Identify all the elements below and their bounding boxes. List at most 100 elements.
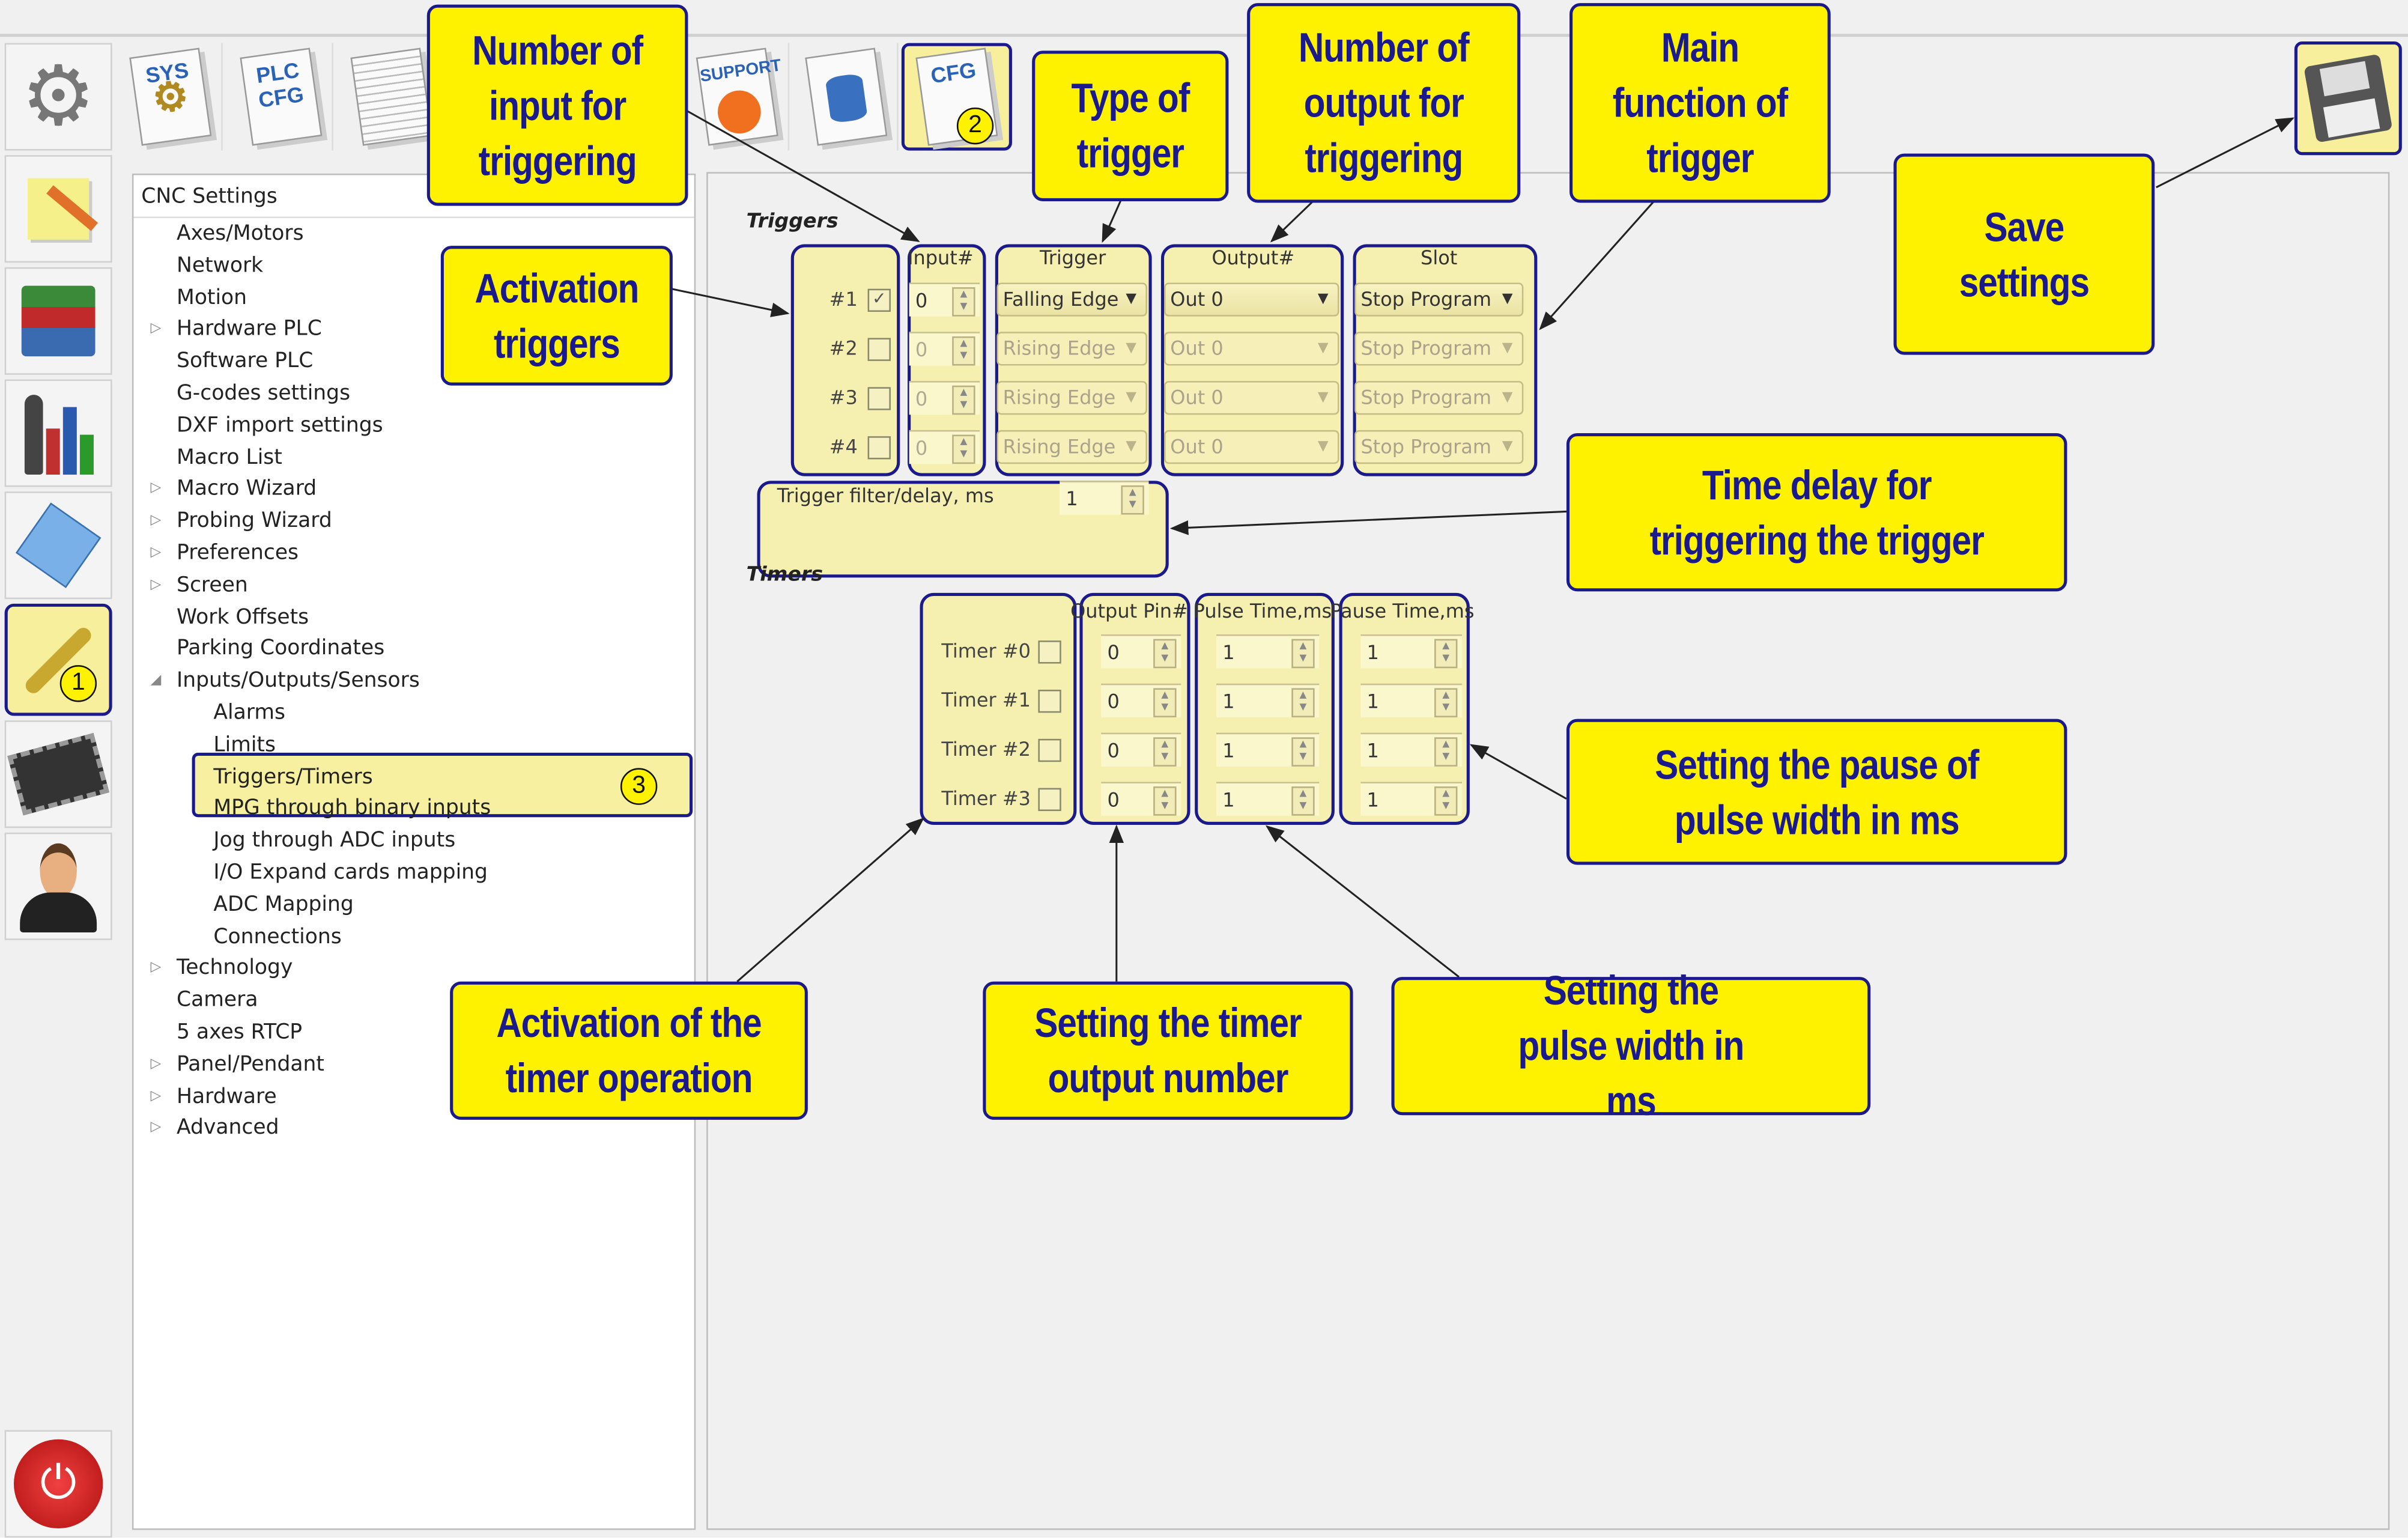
- sidebar-settings-button[interactable]: 1: [4, 603, 112, 716]
- spin-arrows-icon[interactable]: ▲▼: [1291, 688, 1315, 718]
- tree-item[interactable]: Work Offsets: [177, 604, 309, 630]
- trigger-slot-dropdown[interactable]: Stop Program▼: [1354, 381, 1524, 415]
- database-button[interactable]: [795, 43, 899, 151]
- expand-arrow-icon[interactable]: ▷: [150, 481, 162, 497]
- expand-arrow-icon[interactable]: ▷: [150, 321, 162, 337]
- tree-item[interactable]: DXF import settings: [177, 413, 383, 438]
- trigger-type-dropdown[interactable]: Rising Edge▼: [996, 332, 1147, 366]
- spin-arrows-icon[interactable]: ▲▼: [1434, 737, 1458, 767]
- expand-arrow-icon[interactable]: ▷: [150, 1056, 162, 1072]
- timer-pause-field[interactable]: 1▲▼: [1360, 782, 1463, 816]
- expand-arrow-icon[interactable]: ▷: [150, 1088, 162, 1104]
- tree-item[interactable]: Advanced: [177, 1116, 279, 1141]
- expand-arrow-icon[interactable]: ▷: [150, 513, 162, 529]
- spin-arrows-icon[interactable]: ▲▼: [1291, 639, 1315, 669]
- tree-item[interactable]: Inputs/Outputs/Sensors: [177, 668, 420, 693]
- timer-pause-field[interactable]: 1▲▼: [1360, 683, 1463, 718]
- sidebar-transform-button[interactable]: [4, 491, 112, 600]
- save-button[interactable]: [2294, 41, 2402, 156]
- trigger-type-dropdown[interactable]: Falling Edge▼: [996, 282, 1147, 317]
- trigger-output-dropdown[interactable]: Out 0▼: [1164, 282, 1339, 317]
- spin-arrows-icon[interactable]: ▲▼: [952, 385, 975, 415]
- tree-item[interactable]: Alarms: [213, 700, 285, 725]
- timer-pulse-field[interactable]: 1▲▼: [1216, 732, 1320, 767]
- cfg-button[interactable]: CFG 2: [901, 43, 1012, 151]
- spin-arrows-icon[interactable]: ▲▼: [1121, 485, 1144, 515]
- trigger-type-dropdown[interactable]: Rising Edge▼: [996, 430, 1147, 464]
- timer-pulse-field[interactable]: 1▲▼: [1216, 782, 1320, 816]
- spin-arrows-icon[interactable]: ▲▼: [1291, 786, 1315, 816]
- trigger-type-dropdown[interactable]: Rising Edge▼: [996, 381, 1147, 415]
- timer-enable-checkbox[interactable]: [1038, 690, 1061, 713]
- support-button[interactable]: SUPPORT: [687, 43, 790, 151]
- sidebar-editor-button[interactable]: [4, 155, 112, 263]
- timer-output-pin-field[interactable]: 0▲▼: [1101, 634, 1181, 669]
- timer-pulse-field[interactable]: 1▲▼: [1216, 683, 1320, 718]
- collapse-arrow-icon[interactable]: ◢: [150, 673, 162, 688]
- tree-item[interactable]: Hardware PLC: [177, 317, 322, 342]
- spin-arrows-icon[interactable]: ▲▼: [1153, 786, 1177, 816]
- plc-cfg-button[interactable]: PLC CFG: [231, 43, 333, 151]
- tree-item[interactable]: Macro List: [177, 445, 282, 470]
- timer-pause-field[interactable]: 1▲▼: [1360, 732, 1463, 767]
- trigger-slot-dropdown[interactable]: Stop Program▼: [1354, 332, 1524, 366]
- timer-pause-field[interactable]: 1▲▼: [1360, 634, 1463, 669]
- tree-item[interactable]: Hardware: [177, 1084, 277, 1108]
- trigger-input-field[interactable]: 0▲▼: [909, 430, 980, 464]
- tree-item[interactable]: Motion: [177, 285, 247, 310]
- expand-arrow-icon[interactable]: ▷: [150, 960, 162, 976]
- tree-item[interactable]: Network: [177, 253, 264, 278]
- sidebar-library-button[interactable]: [4, 267, 112, 375]
- spin-arrows-icon[interactable]: ▲▼: [1434, 639, 1458, 669]
- sidebar-user-button[interactable]: [4, 832, 112, 940]
- tree-item[interactable]: Camera: [177, 988, 258, 1013]
- expand-arrow-icon[interactable]: ▷: [150, 577, 162, 593]
- sidebar-tools-button[interactable]: [4, 379, 112, 487]
- trigger-enable-checkbox[interactable]: [867, 387, 891, 410]
- tree-item[interactable]: Macro Wizard: [177, 476, 317, 502]
- tree-item[interactable]: Software PLC: [177, 348, 314, 374]
- timer-enable-checkbox[interactable]: [1038, 640, 1061, 664]
- tree-item[interactable]: Screen: [177, 573, 248, 598]
- trigger-enable-checkbox[interactable]: [867, 338, 891, 361]
- tree-item[interactable]: 5 axes RTCP: [177, 1020, 303, 1045]
- trigger-filter-input[interactable]: 1▲▼: [1060, 481, 1149, 515]
- spin-arrows-icon[interactable]: ▲▼: [952, 336, 975, 366]
- sidebar-hardware-button[interactable]: [4, 720, 112, 828]
- tree-item[interactable]: Preferences: [177, 540, 299, 565]
- power-button[interactable]: ⏻: [4, 1430, 112, 1538]
- sys-button[interactable]: SYS⚙: [120, 43, 223, 151]
- tree-item[interactable]: Parking Coordinates: [177, 636, 385, 661]
- tree-item[interactable]: Technology: [177, 956, 293, 981]
- tree-item[interactable]: I/O Expand cards mapping: [213, 860, 488, 885]
- trigger-slot-dropdown[interactable]: Stop Program▼: [1354, 430, 1524, 464]
- tree-item[interactable]: Probing Wizard: [177, 508, 332, 533]
- trigger-slot-dropdown[interactable]: Stop Program▼: [1354, 282, 1524, 317]
- spin-arrows-icon[interactable]: ▲▼: [1153, 688, 1177, 718]
- spin-arrows-icon[interactable]: ▲▼: [1434, 786, 1458, 816]
- trigger-enable-checkbox[interactable]: ✓: [867, 288, 891, 312]
- tree-item[interactable]: Connections: [213, 924, 342, 949]
- timer-output-pin-field[interactable]: 0▲▼: [1101, 683, 1181, 718]
- trigger-input-field[interactable]: 0▲▼: [909, 332, 980, 366]
- tree-item[interactable]: ADC Mapping: [213, 892, 354, 917]
- expand-arrow-icon[interactable]: ▷: [150, 1120, 162, 1136]
- tree-item[interactable]: Limits: [213, 732, 276, 757]
- trigger-enable-checkbox[interactable]: [867, 436, 891, 460]
- expand-arrow-icon[interactable]: ▷: [150, 545, 162, 561]
- spin-arrows-icon[interactable]: ▲▼: [1291, 737, 1315, 767]
- sidebar-gears-button[interactable]: ⚙: [4, 43, 112, 151]
- trigger-output-dropdown[interactable]: Out 0▼: [1164, 430, 1339, 464]
- tree-item[interactable]: Axes/Motors: [177, 221, 304, 246]
- trigger-input-field[interactable]: 0▲▼: [909, 282, 980, 317]
- trigger-input-field[interactable]: 0▲▼: [909, 381, 980, 415]
- tree-item[interactable]: G-codes settings: [177, 381, 351, 406]
- spin-arrows-icon[interactable]: ▲▼: [1153, 737, 1177, 767]
- trigger-output-dropdown[interactable]: Out 0▼: [1164, 332, 1339, 366]
- trigger-output-dropdown[interactable]: Out 0▼: [1164, 381, 1339, 415]
- tree-item[interactable]: Jog through ADC inputs: [213, 828, 456, 853]
- tree-item[interactable]: MPG through binary inputs: [213, 796, 491, 821]
- timer-output-pin-field[interactable]: 0▲▼: [1101, 782, 1181, 816]
- spin-arrows-icon[interactable]: ▲▼: [952, 434, 975, 464]
